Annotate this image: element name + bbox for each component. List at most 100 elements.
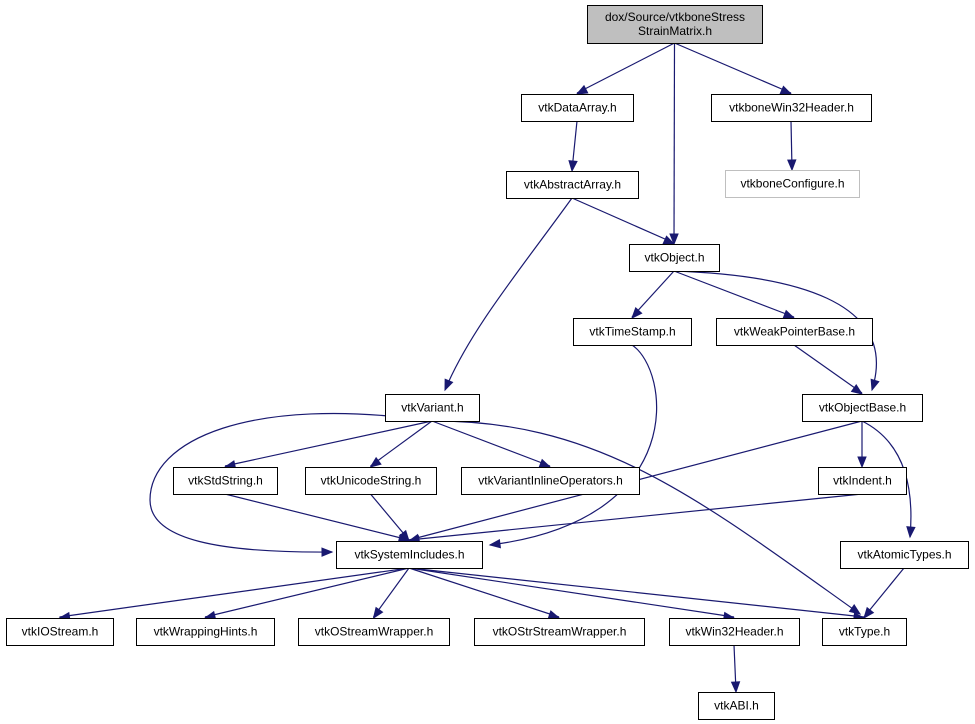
edge-indent-to-sysincl bbox=[407, 493, 863, 545]
node-label: vtkObjectBase.h bbox=[819, 401, 906, 415]
node-label: vtkWeakPointerBase.h bbox=[734, 325, 855, 339]
node-label: vtkVariantInlineOperators.h bbox=[478, 474, 623, 488]
node-box bbox=[822, 618, 907, 646]
node-label: vtkboneConfigure.h bbox=[740, 177, 844, 191]
edge-unicode-to-sysincl bbox=[370, 493, 410, 543]
node-ostrstream[interactable]: vtkOStrStreamWrapper.h bbox=[474, 618, 645, 646]
node-label: vtkAtomicTypes.h bbox=[857, 548, 951, 562]
node-box bbox=[629, 244, 720, 272]
node-box bbox=[385, 394, 480, 422]
node-unicode[interactable]: vtkUnicodeString.h bbox=[305, 467, 437, 495]
node-atomic[interactable]: vtkAtomicTypes.h bbox=[840, 541, 969, 569]
node-label: dox/Source/vtkboneStress bbox=[605, 10, 745, 24]
edge-object-to-timestamp bbox=[631, 270, 675, 320]
edge-sysincl-to-win32 bbox=[408, 567, 736, 622]
edge-variant-to-sysincl bbox=[149, 412, 433, 557]
node-box bbox=[669, 618, 800, 646]
node-variant[interactable]: vtkVariant.h bbox=[385, 394, 480, 422]
node-box bbox=[802, 394, 923, 422]
node-label: StrainMatrix.h bbox=[638, 24, 712, 38]
node-inlineops[interactable]: vtkVariantInlineOperators.h bbox=[461, 467, 640, 495]
node-objectbase[interactable]: vtkObjectBase.h bbox=[802, 394, 923, 422]
edge-variant-to-stdstring bbox=[223, 420, 433, 470]
node-box bbox=[136, 618, 275, 646]
node-box bbox=[461, 467, 640, 495]
node-box bbox=[818, 467, 907, 495]
node-label: vtkAbstractArray.h bbox=[524, 178, 621, 192]
edges-layer bbox=[58, 42, 916, 694]
edge-objectbase-to-indent bbox=[857, 421, 867, 469]
edge-stdstring-to-sysincl bbox=[224, 493, 411, 543]
node-box bbox=[298, 618, 450, 646]
node-box bbox=[336, 541, 483, 569]
node-label: vtkDataArray.h bbox=[538, 101, 616, 115]
node-box bbox=[573, 318, 692, 346]
node-label: vtkABI.h bbox=[714, 699, 759, 713]
node-label: vtkOStreamWrapper.h bbox=[315, 625, 434, 639]
node-label: vtkSystemIncludes.h bbox=[354, 548, 464, 562]
node-box bbox=[840, 541, 969, 569]
node-label: vtkType.h bbox=[839, 625, 890, 639]
node-win32[interactable]: vtkWin32Header.h bbox=[669, 618, 800, 646]
edge-win32hdr-to-configure bbox=[787, 120, 797, 172]
node-indent[interactable]: vtkIndent.h bbox=[818, 467, 907, 495]
node-label: vtkStdString.h bbox=[188, 474, 263, 488]
node-object[interactable]: vtkObject.h bbox=[629, 244, 720, 272]
node-box bbox=[6, 618, 114, 646]
node-stdstring[interactable]: vtkStdString.h bbox=[173, 467, 278, 495]
edge-objectbase-to-atomic bbox=[861, 420, 916, 539]
edge-dataarray-to-abstractarray bbox=[568, 120, 578, 173]
edge-root-to-dataarray bbox=[575, 42, 675, 95]
node-label: vtkWrappingHints.h bbox=[154, 625, 258, 639]
edge-sysincl-to-iostream bbox=[58, 567, 410, 622]
node-wrapping[interactable]: vtkWrappingHints.h bbox=[136, 618, 275, 646]
edge-abstractarray-to-object bbox=[571, 197, 676, 245]
node-weakptr[interactable]: vtkWeakPointerBase.h bbox=[716, 318, 873, 346]
edge-root-to-object bbox=[669, 42, 679, 246]
node-box bbox=[305, 467, 437, 495]
node-abi[interactable]: vtkABI.h bbox=[698, 692, 775, 720]
node-box bbox=[506, 171, 639, 199]
node-configure[interactable]: vtkboneConfigure.h bbox=[725, 170, 860, 198]
edge-variant-to-unicode bbox=[369, 420, 433, 468]
node-box bbox=[711, 94, 872, 122]
node-box bbox=[698, 692, 775, 720]
node-label: vtkIOStream.h bbox=[22, 625, 99, 639]
edge-object-to-objectbase bbox=[673, 270, 880, 392]
node-label: vtkWin32Header.h bbox=[685, 625, 783, 639]
node-box bbox=[474, 618, 645, 646]
node-box bbox=[521, 94, 634, 122]
edge-variant-to-inlineops bbox=[431, 420, 552, 468]
edge-win32-to-abi bbox=[730, 644, 741, 694]
node-iostream[interactable]: vtkIOStream.h bbox=[6, 618, 114, 646]
node-dataarray[interactable]: vtkDataArray.h bbox=[521, 94, 634, 122]
node-label: vtkOStrStreamWrapper.h bbox=[493, 625, 627, 639]
node-label: vtkboneWin32Header.h bbox=[729, 101, 854, 115]
node-abstractarray[interactable]: vtkAbstractArray.h bbox=[506, 171, 639, 199]
edge-root-to-win32hdr bbox=[674, 42, 793, 95]
node-type[interactable]: vtkType.h bbox=[822, 618, 907, 646]
node-label: vtkIndent.h bbox=[833, 474, 892, 488]
node-label: vtkObject.h bbox=[644, 251, 704, 265]
edge-timestamp-to-sysincl bbox=[488, 344, 658, 549]
node-win32hdr[interactable]: vtkboneWin32Header.h bbox=[711, 94, 872, 122]
node-box bbox=[725, 170, 860, 198]
edge-object-to-weakptr bbox=[673, 270, 796, 319]
edge-weakptr-to-objectbase bbox=[793, 344, 864, 395]
node-label: vtkVariant.h bbox=[401, 401, 463, 415]
node-label: vtkTimeStamp.h bbox=[589, 325, 675, 339]
edge-sysincl-to-ostream bbox=[372, 567, 410, 620]
node-timestamp[interactable]: vtkTimeStamp.h bbox=[573, 318, 692, 346]
edge-sysincl-to-type bbox=[408, 567, 866, 622]
edge-abstractarray-to-variant bbox=[444, 197, 573, 392]
node-ostream[interactable]: vtkOStreamWrapper.h bbox=[298, 618, 450, 646]
node-box bbox=[173, 467, 278, 495]
node-box bbox=[716, 318, 873, 346]
edge-atomic-to-type bbox=[863, 567, 905, 620]
node-box bbox=[587, 5, 763, 44]
node-sysincl[interactable]: vtkSystemIncludes.h bbox=[336, 541, 483, 569]
node-label: vtkUnicodeString.h bbox=[321, 474, 422, 488]
